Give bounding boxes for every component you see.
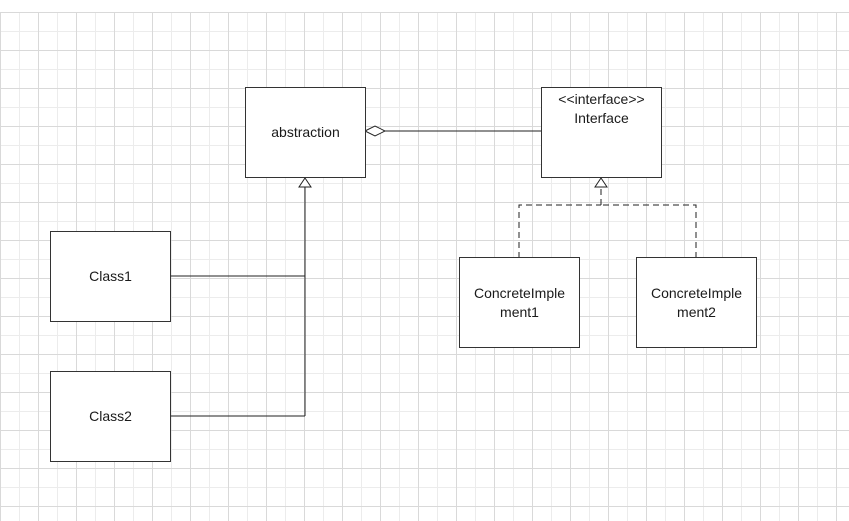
concrete1-label-line2: ment1	[500, 303, 539, 320]
realization-arrowhead-icon	[594, 177, 608, 188]
realization-edge-concrete1[interactable]	[518, 204, 601, 258]
interface-stereotype: <<interface>>	[558, 91, 645, 107]
aggregation-diamond-icon	[363, 125, 387, 137]
generalization-edge-class2[interactable]	[170, 187, 306, 417]
realization-edge-concrete2[interactable]	[601, 204, 697, 258]
class-concrete-implement1[interactable]: ConcreteImple ment1	[459, 257, 580, 348]
class1-label: Class1	[89, 268, 132, 284]
class-concrete-implement2[interactable]: ConcreteImple ment2	[636, 257, 757, 348]
class-class2[interactable]: Class2	[50, 371, 171, 462]
concrete1-label-line1: ConcreteImple	[473, 284, 566, 301]
class2-label: Class2	[89, 408, 132, 424]
interface-label: Interface	[574, 110, 629, 126]
class-class1[interactable]: Class1	[50, 231, 171, 322]
generalization-arrowhead-icon	[298, 177, 312, 188]
aggregation-edge[interactable]	[363, 125, 541, 137]
class-abstraction[interactable]: abstraction	[245, 87, 366, 178]
concrete2-label-line1: ConcreteImple	[650, 284, 743, 301]
interface-box[interactable]: <<interface>> Interface	[541, 87, 662, 178]
concrete2-label-line2: ment2	[677, 303, 716, 320]
class-abstraction-label: abstraction	[271, 124, 340, 140]
